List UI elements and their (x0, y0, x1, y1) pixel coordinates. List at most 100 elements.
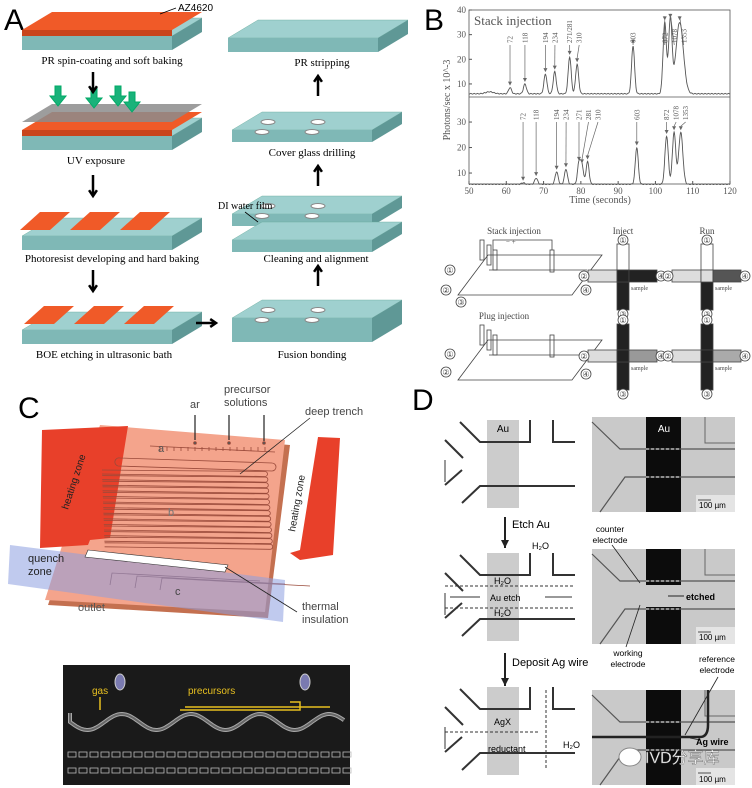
chip-array-cell (331, 751, 341, 758)
stack-injection-schematic-title: Stack injection (487, 226, 541, 236)
sample-label: sample (631, 366, 648, 372)
chip-array-cell (232, 767, 242, 774)
callout-line-2 (625, 604, 641, 648)
peak-label: 234 (563, 109, 571, 120)
glass-slab-1-front (22, 36, 172, 50)
chip-array-cell (67, 767, 77, 774)
port-2 (578, 350, 590, 362)
ag-wire (592, 690, 710, 739)
chip-array-cell (122, 767, 132, 774)
y-tick-label: 10 (457, 79, 467, 89)
plug-inject-cross: sample (587, 323, 658, 391)
chip-array-cell (122, 751, 132, 758)
peak-label: 271/281 (566, 20, 574, 43)
chip-array-cell (67, 751, 77, 758)
channel-glass-aligned-front (232, 240, 372, 252)
cover-glass-drilled-side (372, 112, 402, 142)
peak-label: 234 (551, 32, 559, 43)
port-2 (662, 270, 674, 282)
sample-label: sample (715, 286, 732, 292)
serpentine-channel (103, 525, 272, 533)
chip-array-cell (177, 751, 187, 758)
branch-wall-2 (444, 736, 463, 753)
inlet-port-2 (227, 441, 231, 445)
peak-label: 1078 (671, 29, 679, 44)
chip-array-cell (309, 767, 319, 774)
port-4 (739, 350, 751, 362)
arrow-down-1-head (88, 85, 98, 95)
peak-arrowhead (668, 13, 673, 18)
reservoir-tube (492, 334, 498, 356)
channel-left (671, 349, 702, 363)
chip-array-cell (320, 751, 330, 758)
gas-label: gas (92, 686, 108, 697)
y-tick-label: 10 (457, 168, 467, 178)
panel-letter-d: D (412, 384, 434, 417)
panel-letter-b: B (424, 4, 444, 37)
reservoir-tube (549, 249, 555, 273)
scale-bar-label-1: 100 µm (699, 501, 726, 510)
x-tick-label: 70 (539, 186, 549, 196)
branch-wall-2 (444, 602, 463, 619)
y-tick-label: 30 (457, 117, 467, 127)
peak-label: 118 (521, 32, 529, 43)
chip-array-cell (166, 767, 176, 774)
peak-label: 1353 (682, 106, 690, 121)
plug-port-1-text: ① (446, 350, 453, 359)
chip-array-cell (265, 767, 275, 774)
stack-inject-cross: sample (587, 243, 658, 311)
peak-arrow (679, 16, 685, 46)
reference-electrode-label-2: electrode (700, 665, 735, 675)
chip-array-cell (320, 767, 330, 774)
port-1-text: ① (703, 236, 710, 245)
stack-port-4 (580, 284, 592, 296)
peak-label: 271 (575, 109, 583, 120)
peak-label: 310 (594, 109, 602, 120)
port-3-text: ③ (703, 310, 710, 319)
trace-stack (468, 15, 731, 95)
x-tick-label: 100 (649, 186, 663, 196)
serpentine-channel (104, 531, 273, 539)
photoresist-stripe-1 (20, 212, 70, 230)
x-axis-label: Time (seconds) (569, 195, 631, 206)
port-4 (739, 270, 751, 282)
trace-plug (469, 130, 731, 186)
x-tick-label: 120 (723, 186, 737, 196)
arrow-right-head (209, 318, 219, 328)
peak-arrow (673, 121, 677, 127)
scale-bar-bg (696, 768, 735, 785)
chip-array-cell (254, 767, 264, 774)
process-arrowhead-1 (501, 540, 509, 548)
inlet-port-3 (262, 441, 266, 445)
working-electrode-label-1: working (612, 648, 643, 658)
channel-top (616, 243, 630, 271)
x-tick-label: 60 (502, 186, 512, 196)
etched-photoresist-1 (24, 306, 74, 324)
channel-left (587, 349, 618, 363)
cover-glass-aligned-side (372, 196, 402, 226)
arrow-down-2-head (88, 189, 98, 199)
arrow-up-2-head (313, 163, 323, 173)
branch-wall-1 (444, 439, 464, 459)
heating-zone-right (290, 437, 340, 560)
x-tick-label: 80 (576, 186, 586, 196)
au-label-photo: Au (658, 424, 670, 435)
port-4-text: ④ (657, 352, 664, 361)
quench-label-2: zone (28, 566, 52, 578)
chip-array-cell (177, 767, 187, 774)
step-right-1: PR stripping (294, 57, 350, 69)
precursor-flow-arrow (180, 701, 301, 711)
channel-center (616, 269, 630, 283)
channel-wall-bottom (461, 618, 575, 637)
peak-label: 872 (661, 32, 669, 43)
peak-label: 310 (576, 32, 584, 43)
channel-wall-top-right (552, 553, 575, 576)
deep-trench-pointer (239, 417, 311, 475)
panel-d-electrode-fabrication: Au Au Etch Au Deposit Ag wire H₂O H₂O Au… (444, 417, 735, 786)
channel-edge-top (591, 694, 735, 723)
photoresist-layer-1 (22, 12, 202, 30)
arrow-up-1-head (313, 263, 323, 273)
peak-label: 194 (553, 109, 561, 120)
arrow-up-3-head (313, 73, 323, 83)
quench-zone (8, 545, 285, 622)
